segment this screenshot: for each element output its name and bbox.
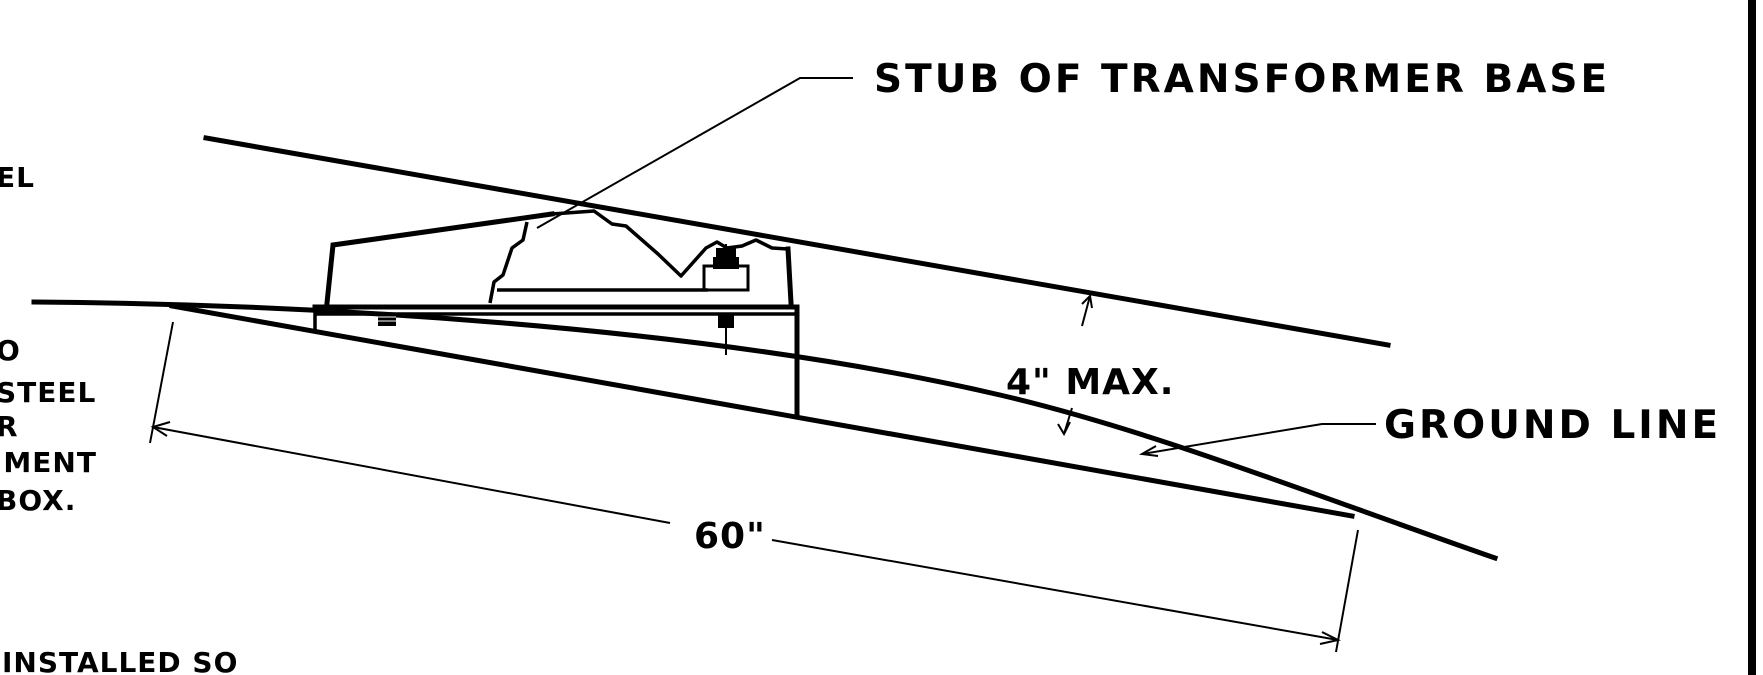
ground-line-leader	[1141, 423, 1376, 455]
stub-leader-line	[536, 77, 853, 229]
left-shim-block	[378, 314, 396, 326]
ground-line-curve	[31, 299, 1499, 562]
max-offset-label: 4" MAX.	[1006, 362, 1174, 403]
stub-label: STUB OF TRANSFORMER BASE	[874, 57, 1610, 102]
span-arrow-head-left	[150, 421, 171, 437]
span-dimension-line-left	[152, 426, 671, 524]
max-dimension-line-upper	[1081, 295, 1091, 327]
sheet-border-right	[1748, 0, 1756, 675]
cutaway-break-line	[551, 209, 789, 278]
margin-fragment: R	[0, 410, 19, 443]
margin-fragment: BOX.	[0, 484, 76, 517]
cutaway-break-line-left	[488, 221, 529, 304]
slope-chord-line	[169, 303, 1355, 519]
margin-fragment: O	[0, 334, 21, 367]
margin-fragment: EL	[0, 161, 35, 194]
span-extension-left	[149, 321, 174, 444]
transformer-stub-housing	[324, 211, 555, 306]
ground-line-arrow-head	[1138, 445, 1159, 457]
left-shim-hatch	[378, 316, 396, 322]
margin-fragment: STEEL	[0, 376, 96, 409]
left-margin-note: EL O STEEL R IMENT BOX. INSTALLED SO	[0, 161, 238, 675]
span-dimension-line-right	[771, 539, 1339, 641]
span-length-label: 60"	[694, 516, 766, 557]
margin-fragment: INSTALLED SO	[2, 646, 238, 675]
anchor-bolt-assembly	[702, 244, 750, 355]
span-arrow-head-right	[1319, 631, 1341, 645]
housing-right-wall	[785, 246, 794, 306]
margin-fragment: IMENT	[0, 446, 97, 479]
max-arrow-head-top	[1081, 293, 1093, 309]
span-extension-right	[1335, 529, 1359, 653]
ground-line-label: GROUND LINE	[1384, 403, 1721, 448]
straight-edge-line	[203, 135, 1391, 348]
max-arrow-head-bottom	[1057, 421, 1071, 437]
